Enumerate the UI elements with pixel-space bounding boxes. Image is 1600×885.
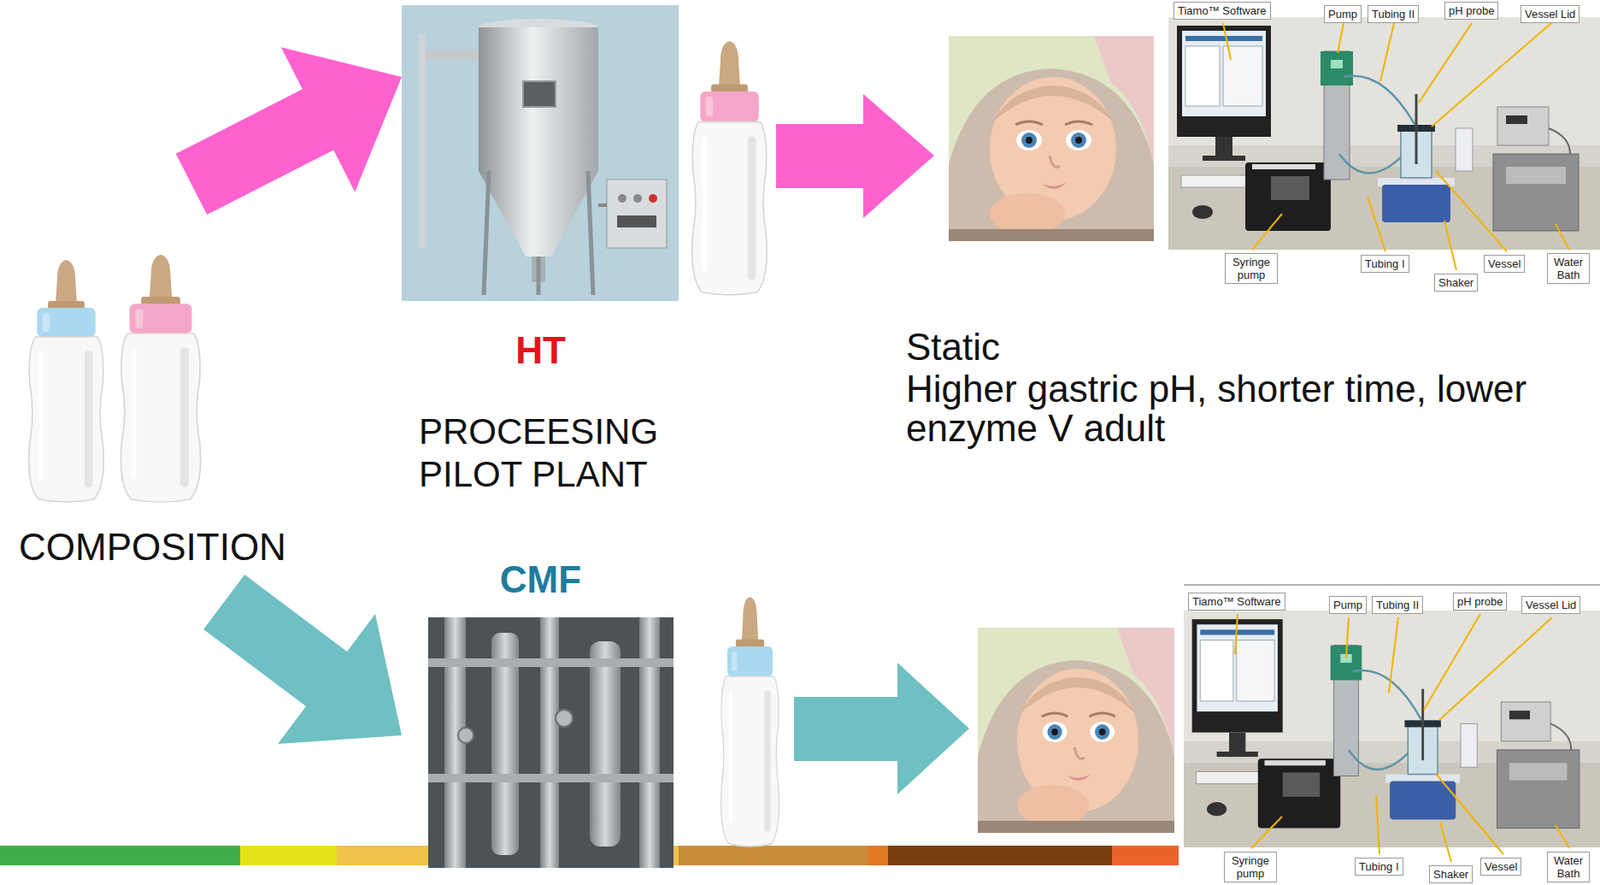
condition-note: Higher gastric pH, shorter time, lower e…	[905, 369, 1590, 448]
flow-arrow	[203, 574, 402, 744]
node-title: HT	[515, 329, 566, 372]
baby-bottle	[692, 41, 768, 295]
part-label: Vessel	[1483, 254, 1525, 273]
digestion-setup-photo	[1183, 610, 1600, 848]
part-label: Tubing I	[1354, 857, 1404, 876]
baby-bottle	[721, 596, 780, 847]
part-label: pH probe	[1452, 592, 1507, 611]
part-label: Shaker	[1434, 273, 1478, 292]
part-label: Pump	[1323, 5, 1362, 24]
digestion-setup-photo	[1168, 17, 1600, 250]
process-label: PROCEESING PILOT PLANT	[418, 410, 676, 496]
composition-group: COMPOSITION	[8, 188, 325, 582]
node-title: CMF	[500, 558, 582, 601]
part-label: Pump	[1329, 595, 1367, 614]
process-plant	[428, 617, 674, 868]
frame-line	[1183, 583, 1600, 586]
part-label: Vessel Lid	[1520, 5, 1580, 24]
node-title: COMPOSITION	[18, 525, 287, 569]
part-label: Tubing II	[1371, 595, 1424, 614]
condition-label: Static	[905, 327, 1000, 367]
leader-lines	[1223, 23, 1570, 862]
baby-bottle	[120, 254, 200, 502]
baby-photo	[977, 627, 1175, 833]
part-label: Tubing I	[1360, 254, 1410, 273]
part-label: Tubing II	[1367, 5, 1419, 24]
part-label: Syringe pump	[1223, 851, 1277, 883]
baby-photo	[948, 35, 1154, 242]
spray-dryer	[401, 5, 679, 301]
feeding-arrow	[794, 662, 970, 795]
part-label: Tiamo™ Software	[1188, 592, 1286, 611]
baby-bottle	[29, 259, 105, 502]
flow-arrow	[176, 47, 402, 215]
process-group: HT	[401, 4, 680, 381]
part-label: Vessel	[1480, 857, 1522, 876]
part-label: Tiamo™ Software	[1173, 1, 1271, 20]
part-label: Water Bath	[1547, 851, 1590, 883]
process-group: CMF	[401, 553, 680, 869]
part-label: pH probe	[1444, 1, 1499, 20]
part-label: Syringe pump	[1224, 252, 1278, 284]
part-label: Shaker	[1429, 864, 1473, 883]
part-label: Vessel Lid	[1521, 595, 1581, 614]
feeding-arrow	[776, 94, 935, 218]
part-label: Water Bath	[1547, 252, 1590, 284]
